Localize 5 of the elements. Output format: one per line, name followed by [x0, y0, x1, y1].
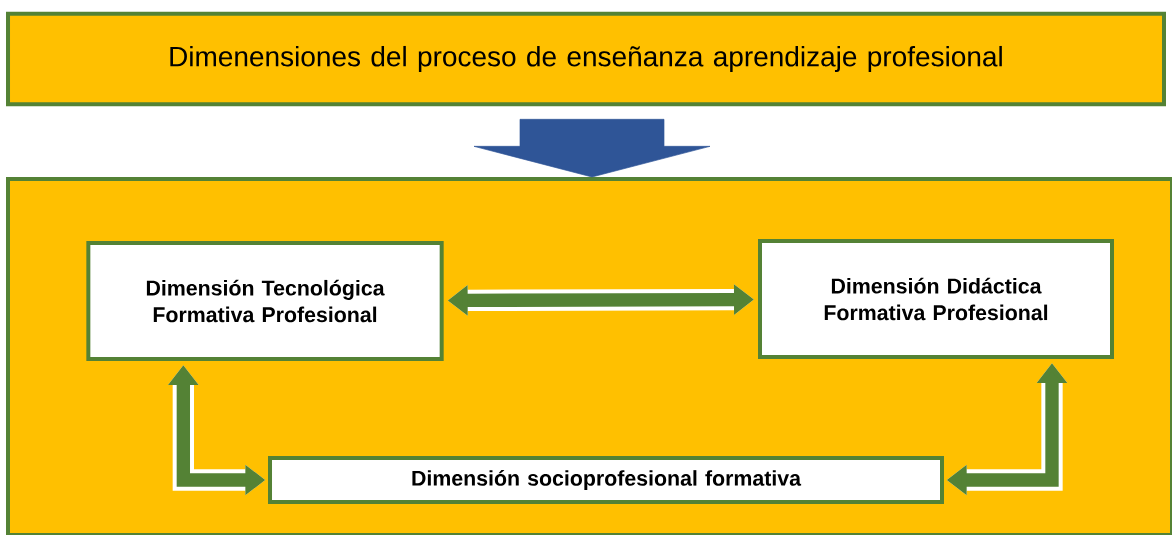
block-arrow [473, 119, 711, 178]
dimension-box: Dimensión Didáctica Formativa Profesional [758, 239, 1114, 359]
dimension-box: Dimensión socioprofesional formativa [268, 456, 944, 504]
dimension-box: Dimensión Tecnológica Formativa Profesional [86, 241, 444, 361]
title-box: Dimenensiones del proceso de enseñanza aprendizaje profesional [6, 11, 1166, 107]
